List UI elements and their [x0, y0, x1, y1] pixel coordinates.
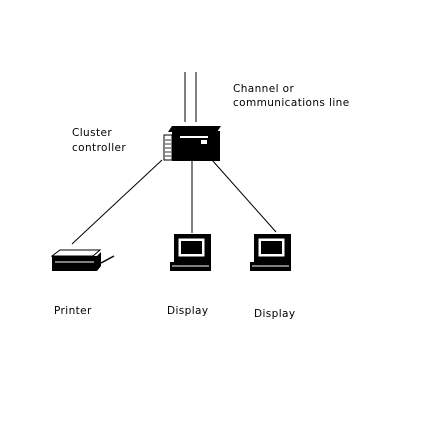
display-terminal-icon — [250, 234, 291, 271]
cluster-label-line1: Cluster — [72, 127, 113, 139]
cluster-label-line2: controller — [72, 142, 127, 154]
display-2-label: Display — [254, 308, 296, 320]
channel-label-line1: Channel or — [233, 83, 295, 95]
display-1-label: Display — [167, 305, 209, 317]
channel-label-line2: communications line — [233, 97, 350, 109]
connector-display-2 — [211, 159, 277, 233]
channel-line — [184, 72, 197, 122]
display-terminal-icon — [170, 234, 211, 271]
printer-label: Printer — [54, 305, 92, 317]
printer-icon — [50, 249, 115, 271]
connector-printer — [71, 159, 163, 245]
cluster-controller-icon — [163, 126, 221, 161]
